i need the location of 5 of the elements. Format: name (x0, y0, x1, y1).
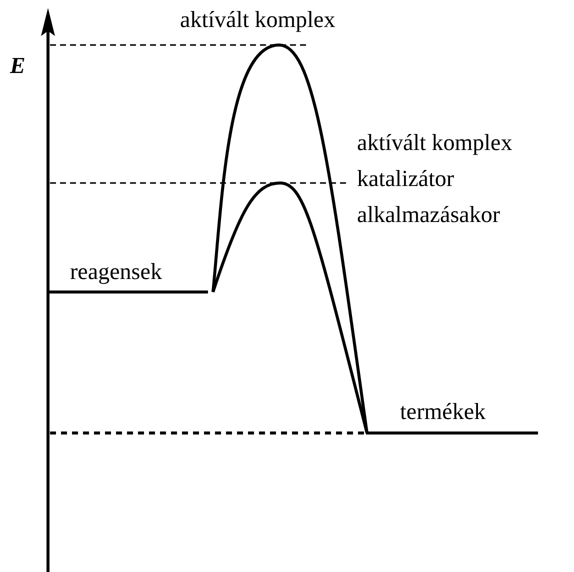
energy-level-label: aktívált komplex (180, 6, 336, 34)
energy-level-label: termékek (400, 398, 486, 426)
energy-level-label: aktívált komplex katalizátor alkalmazásakor (357, 129, 514, 229)
energy-level-label: reagensek (70, 258, 162, 286)
axis-label: E (10, 52, 26, 80)
